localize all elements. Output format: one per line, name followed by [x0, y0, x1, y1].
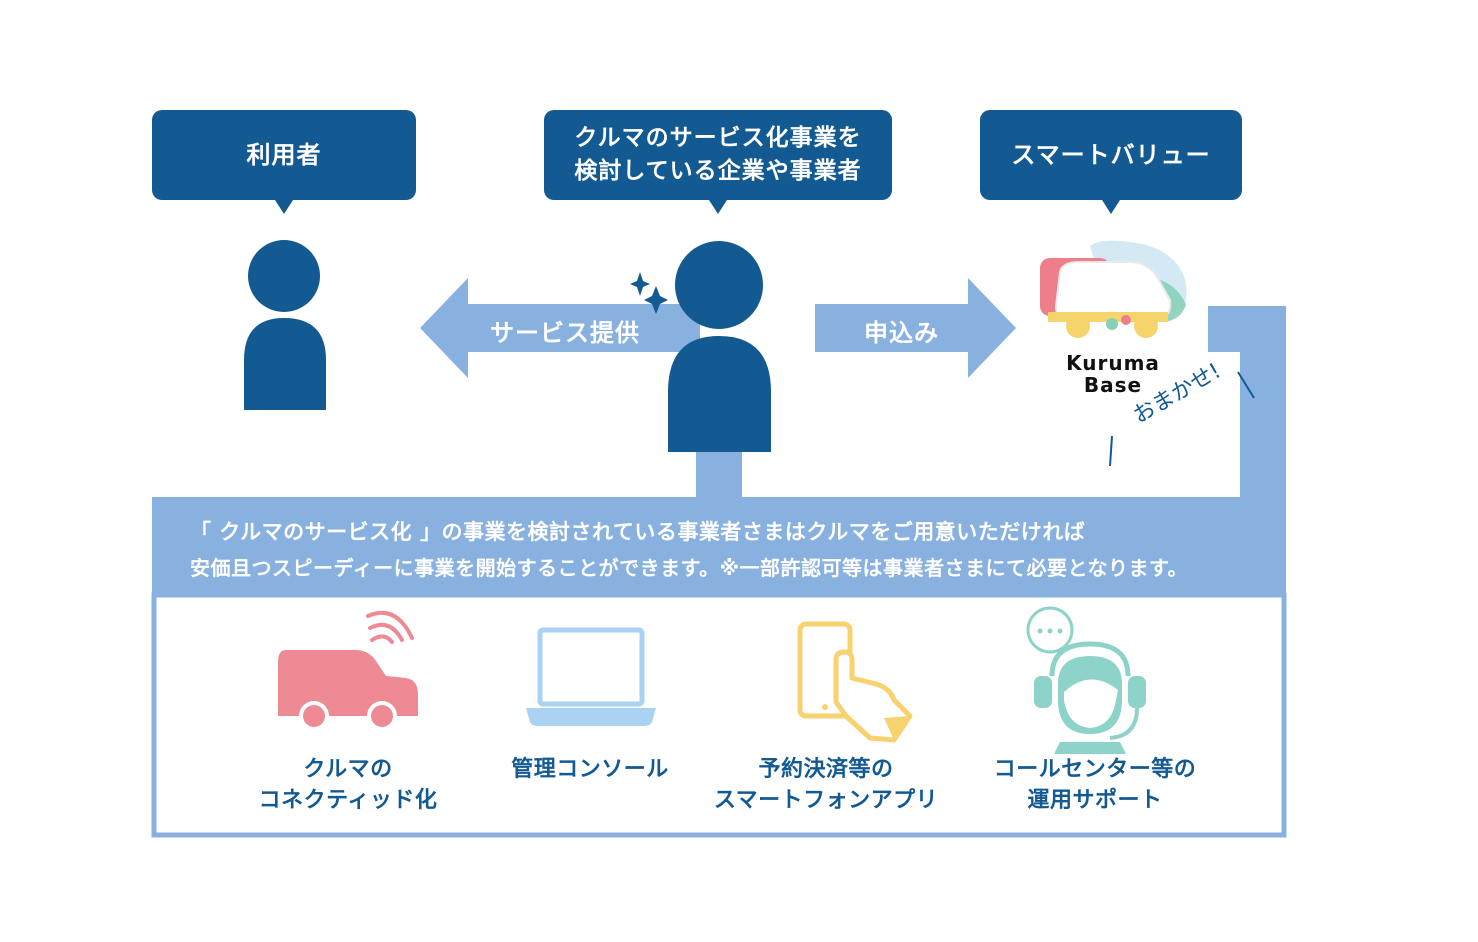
- feature-label-console: 管理コンソール: [480, 754, 700, 785]
- car-icon: [278, 610, 418, 731]
- kuruma-base-logo-icon: [1040, 240, 1187, 338]
- omakase-lines-icon: [1109, 371, 1255, 467]
- feature-label-support: コールセンター等の 運用サポート: [980, 754, 1210, 816]
- feature-connected-line1: クルマの: [303, 757, 393, 782]
- feature-label-app: 予約決済等の スマートフォンアプリ: [706, 754, 946, 816]
- user-person-icon: [244, 240, 326, 410]
- feature-support-line1: コールセンター等の: [993, 757, 1197, 782]
- laptop-icon: [526, 627, 656, 726]
- description-line2: 安価且つスピーディーに事業を開始することができます。※一部許認可等は事業者さまに…: [190, 556, 1188, 580]
- sparkle-icon: [630, 272, 668, 314]
- feature-app-line1: 予約決済等の: [758, 757, 894, 782]
- feature-label-connected: クルマの コネクティッド化: [238, 754, 458, 816]
- kuruma-base-line2: Base: [1083, 373, 1143, 397]
- feature-connected-line2: コネクティッド化: [258, 788, 438, 813]
- user-label: 利用者: [246, 140, 322, 169]
- feature-app-line2: スマートフォンアプリ: [713, 788, 939, 813]
- headset-operator-icon: [1026, 606, 1146, 754]
- apply-arrow: [815, 278, 1016, 378]
- business-label-line2: 検討している企業や事業者: [574, 158, 862, 184]
- business-person-icon: [668, 241, 771, 452]
- service-arrow-label: サービス提供: [490, 319, 640, 347]
- kuruma-base-text: Kuruma Base: [1058, 352, 1168, 396]
- description-line1: 「 クルマのサービス化 」の事業を検討されている事業者さまはクルマをご用意いただ…: [190, 520, 1086, 544]
- kuruma-base-line1: Kuruma: [1066, 351, 1160, 375]
- description-panel: [152, 497, 1286, 597]
- feature-console-line1: 管理コンソール: [511, 757, 669, 782]
- description-text: 「 クルマのサービス化 」の事業を検討されている事業者さまはクルマをご用意いただ…: [190, 514, 1270, 586]
- feature-support-line2: 運用サポート: [1027, 788, 1163, 813]
- smartphone-hand-icon: [797, 621, 913, 743]
- business-label-box: クルマのサービス化事業を 検討している企業や事業者: [544, 110, 892, 214]
- apply-arrow-label: 申込み: [864, 319, 939, 347]
- smartvalue-label: スマートバリュー: [1011, 140, 1211, 169]
- service-arrow: [420, 278, 700, 378]
- user-label-box: 利用者: [152, 110, 416, 214]
- right-bracket-side: [1240, 306, 1286, 506]
- business-label-line1: クルマのサービス化事業を: [574, 124, 862, 151]
- smartvalue-label-box: スマートバリュー: [980, 110, 1242, 214]
